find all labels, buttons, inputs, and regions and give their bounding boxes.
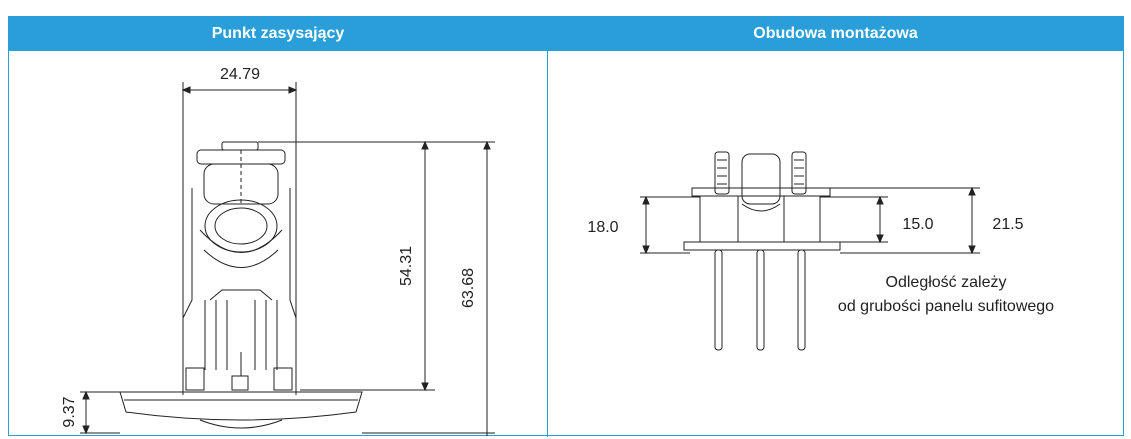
suction-point-outline <box>80 82 495 436</box>
dim-left-label: 18.0 <box>587 219 618 236</box>
dim-body-height-label: 54.31 <box>398 246 415 286</box>
dim-width-label: 24.79 <box>220 66 260 83</box>
header-suction-point-label: Punkt zasysający <box>211 25 345 42</box>
dim-right-label: 21.5 <box>992 216 1023 233</box>
dim-base-height-label: 9.37 <box>61 396 78 427</box>
header-mounting-housing: Obudowa montażowa <box>548 17 1123 51</box>
note-line-1: Odległość zależy <box>886 274 1007 291</box>
panel-divider <box>547 17 548 437</box>
header-mounting-housing-label: Obudowa montażowa <box>753 25 918 42</box>
header-suction-point: Punkt zasysający <box>9 17 547 51</box>
dim-total-height-label: 63.68 <box>460 268 477 308</box>
dim-middle-label: 15.0 <box>902 216 933 233</box>
drawing-frame: Punkt zasysający Obudowa montażowa <box>8 16 1124 437</box>
mounting-housing-outline <box>640 151 980 351</box>
note-line-2: od grubości panelu sufitowego <box>838 298 1054 315</box>
